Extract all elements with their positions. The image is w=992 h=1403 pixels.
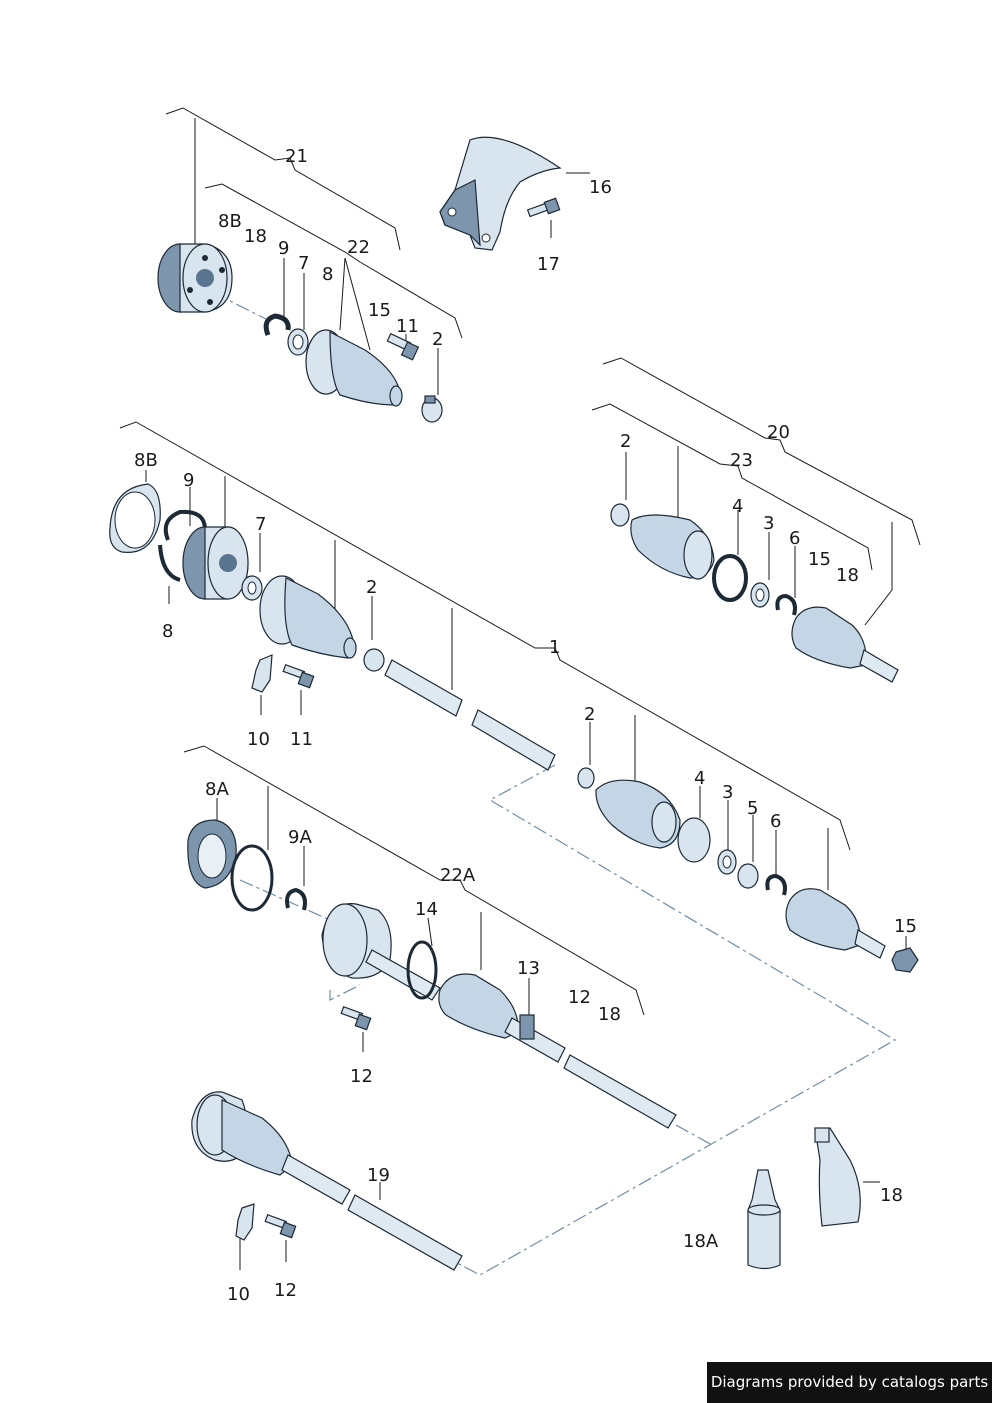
group-22a xyxy=(187,819,677,1129)
callout-2-mid: 2 xyxy=(366,577,377,598)
callout-2-low: 2 xyxy=(584,704,595,725)
attribution-footer: Diagrams provided by catalogs parts xyxy=(707,1362,992,1403)
mid-shaft xyxy=(384,659,556,771)
callout-20: 20 xyxy=(767,422,790,443)
callout-18a: 18A xyxy=(683,1231,719,1252)
callout-9-mid: 9 xyxy=(183,470,194,491)
callout-3-right: 3 xyxy=(763,513,774,534)
grease-tube-18a xyxy=(747,1169,781,1270)
callout-13: 13 xyxy=(517,958,540,979)
mid-clamp xyxy=(363,648,385,672)
callout-6-low: 6 xyxy=(770,811,781,832)
callout-6-right: 6 xyxy=(789,528,800,549)
boot-top xyxy=(305,329,403,407)
heat-shield xyxy=(439,136,562,251)
callout-5-low: 5 xyxy=(747,798,758,819)
callout-4-right: 4 xyxy=(732,496,743,517)
bracket-lines xyxy=(119,107,921,1270)
circlip-top xyxy=(263,313,291,336)
mid-boot-left xyxy=(259,575,357,659)
washer-top xyxy=(287,328,309,356)
callout-10-bot: 10 xyxy=(227,1284,250,1305)
callout-22: 22 xyxy=(347,237,370,258)
callout-12-b: 12 xyxy=(350,1066,373,1087)
callout-12-a: 12 xyxy=(568,987,591,1008)
right-mid-cv xyxy=(577,767,919,973)
callout-14: 14 xyxy=(415,899,438,920)
callout-23: 23 xyxy=(730,450,753,471)
callout-11-top: 11 xyxy=(396,316,419,337)
callout-7-top: 7 xyxy=(298,253,309,274)
callout-8-mid: 8 xyxy=(162,621,173,642)
callout-8a: 8A xyxy=(205,779,229,800)
callout-labels: 21 8B 18 9 7 8 22 15 11 2 16 17 20 23 2 … xyxy=(134,146,917,1305)
bolt-top xyxy=(386,332,420,361)
callout-18-top: 18 xyxy=(244,226,267,247)
bolt-17 xyxy=(526,197,561,218)
callout-7-mid: 7 xyxy=(255,514,266,535)
callout-15-top: 15 xyxy=(368,300,391,321)
callout-8-top: 8 xyxy=(322,264,333,285)
callout-19: 19 xyxy=(367,1165,390,1186)
callout-4-low: 4 xyxy=(694,768,705,789)
clamp-top xyxy=(421,395,443,423)
assembly-dash-lines xyxy=(213,292,897,1276)
callout-22a: 22A xyxy=(440,865,476,886)
group-19 xyxy=(191,1091,463,1271)
callout-18-tube: 18 xyxy=(880,1185,903,1206)
callout-2-right: 2 xyxy=(620,431,631,452)
callout-12-bot: 12 xyxy=(274,1280,297,1301)
flange-top xyxy=(157,243,233,313)
grease-tube-18 xyxy=(814,1127,861,1227)
callout-11-mid: 11 xyxy=(290,729,313,750)
callout-3-low: 3 xyxy=(722,782,733,803)
callout-8b-mid: 8B xyxy=(134,450,158,471)
right-group-20 xyxy=(610,503,899,683)
callout-16: 16 xyxy=(589,177,612,198)
callout-17: 17 xyxy=(537,254,560,275)
callout-1: 1 xyxy=(549,637,560,658)
callout-8b-top: 8B xyxy=(218,211,242,232)
callout-2-top: 2 xyxy=(432,329,443,350)
callout-15-right: 15 xyxy=(808,549,831,570)
callout-15-low: 15 xyxy=(894,916,917,937)
mid-cv-joint-left xyxy=(109,483,263,601)
callout-10-mid: 10 xyxy=(247,729,270,750)
callout-9a: 9A xyxy=(288,827,312,848)
mid-bracket-10-11 xyxy=(251,654,315,693)
callout-18-right: 18 xyxy=(836,565,859,586)
callout-21: 21 xyxy=(285,146,308,167)
callout-18-a: 18 xyxy=(598,1004,621,1025)
callout-9-top: 9 xyxy=(278,238,289,259)
